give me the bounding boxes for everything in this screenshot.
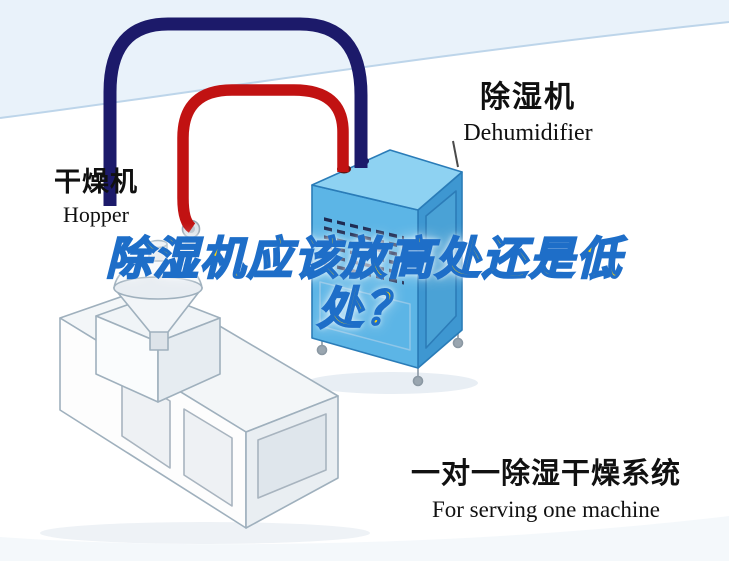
- dehumidifier-shadow: [306, 372, 478, 394]
- dehumidifier-label-zh: 除湿机: [480, 81, 576, 114]
- extruder-shadow: [40, 522, 370, 544]
- system-caption-en: For serving one machine: [431, 497, 661, 522]
- headline-line-2: 处？: [316, 282, 412, 334]
- air-hoses: [103, 17, 368, 233]
- hopper-label: 干燥机 Hopper: [44, 160, 148, 228]
- hopper-cap-top: [148, 239, 168, 249]
- extruder-tower-side: [157, 317, 221, 403]
- dehumidifier-vent-grille: [324, 217, 404, 285]
- dehumidifier-front-panel-outline: [319, 281, 411, 351]
- extruder-illustration: [59, 285, 339, 529]
- hopper-label-zh: 干燥机: [54, 167, 138, 197]
- hopper-outlet-tube: [149, 329, 169, 351]
- dehumidifier-label-en: Dehumidifier: [463, 120, 593, 146]
- hopper-illustration: [113, 219, 203, 351]
- dehumidifier-label: 除湿机 Dehumidifier: [452, 72, 604, 147]
- headline-line-1: 除湿机应该放高处还是低: [105, 233, 623, 284]
- system-caption: 一对一除湿干燥系统 For serving one machine: [400, 450, 692, 523]
- headline: 除湿机应该放高处还是低 处？: [0, 233, 729, 334]
- supply-air-hose: [177, 84, 349, 233]
- hopper-rim: [113, 276, 203, 300]
- hopper-label-en: Hopper: [63, 202, 129, 227]
- dehumidifier-illustration: [311, 149, 464, 387]
- extruder-door-panel-2: [183, 408, 233, 507]
- extruder-side-panel: [257, 413, 327, 499]
- system-caption-zh: 一对一除湿干燥系统: [410, 458, 681, 490]
- dehumidifier-label-leader-line: [452, 140, 459, 168]
- return-air-hose: [103, 17, 368, 206]
- dehumidifier-side-door: [425, 190, 457, 349]
